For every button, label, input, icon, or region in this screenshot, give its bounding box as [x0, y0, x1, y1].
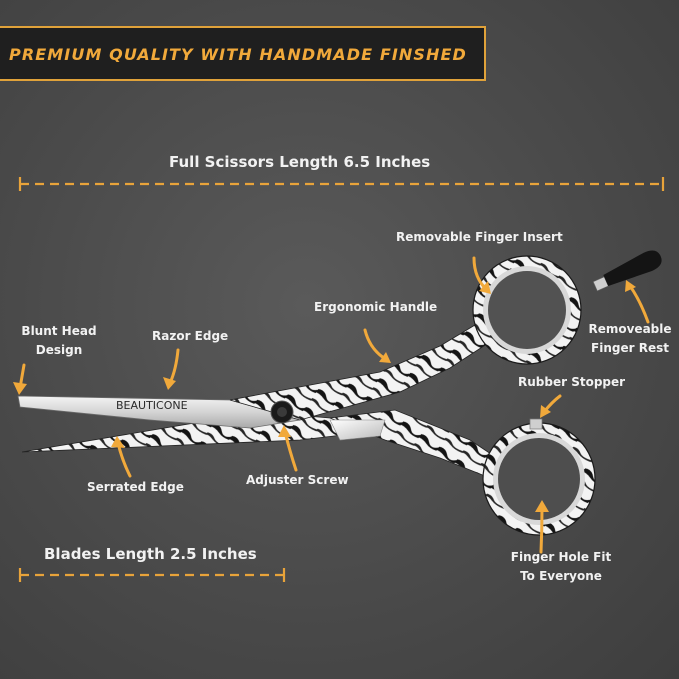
- banner: PREMIUM QUALITY WITH HANDMADE FINSHED: [0, 26, 486, 81]
- arrow-razor-edge: [168, 348, 180, 385]
- callout-arrowheads: [13, 280, 636, 512]
- label-finger-hole: Finger Hole Fit To Everyone: [502, 548, 620, 586]
- blades-length-measure: [18, 568, 286, 582]
- label-finger-hole-line1: Finger Hole Fit: [510, 550, 612, 564]
- label-rubber-stopper: Rubber Stopper: [518, 375, 626, 389]
- label-adjuster-screw: Adjuster Screw: [246, 473, 349, 487]
- label-removeable-finger-rest: Removeable Finger Rest: [585, 320, 675, 358]
- label-finger-rest-line1: Removeable: [588, 322, 672, 336]
- label-blunt-head: Blunt Head Design: [18, 322, 100, 360]
- label-serrated-edge: Serrated Edge: [87, 480, 184, 494]
- blades-length-label: Blades Length 2.5 Inches: [44, 545, 257, 563]
- upper-blade: [17, 321, 491, 441]
- banner-title: PREMIUM QUALITY WITH HANDMADE FINSHED: [9, 45, 467, 64]
- lower-finger-ring: [482, 422, 596, 536]
- label-blunt-head-line1: Blunt Head: [21, 324, 97, 338]
- label-razor-edge: Razor Edge: [152, 329, 229, 343]
- label-finger-hole-line2: To Everyone: [520, 569, 602, 583]
- arrow-finger-hole: [539, 506, 544, 554]
- upper-finger-ring: [472, 255, 582, 365]
- label-removable-finger-insert: Removable Finger Insert: [396, 230, 563, 244]
- label-finger-rest-line2: Finger Rest: [591, 341, 669, 355]
- full-length-label: Full Scissors Length 6.5 Inches: [169, 153, 431, 171]
- label-ergonomic-handle: Ergonomic Handle: [314, 300, 438, 314]
- rubber-stopper: [529, 418, 543, 430]
- label-blunt-head-line2: Design: [35, 343, 83, 357]
- brand-engraving: BEAUTICONE: [116, 399, 188, 412]
- arrow-finger-rest: [628, 284, 650, 324]
- adjuster-screw: [270, 400, 294, 424]
- full-length-measure: [18, 177, 665, 191]
- finger-rest: [592, 250, 662, 292]
